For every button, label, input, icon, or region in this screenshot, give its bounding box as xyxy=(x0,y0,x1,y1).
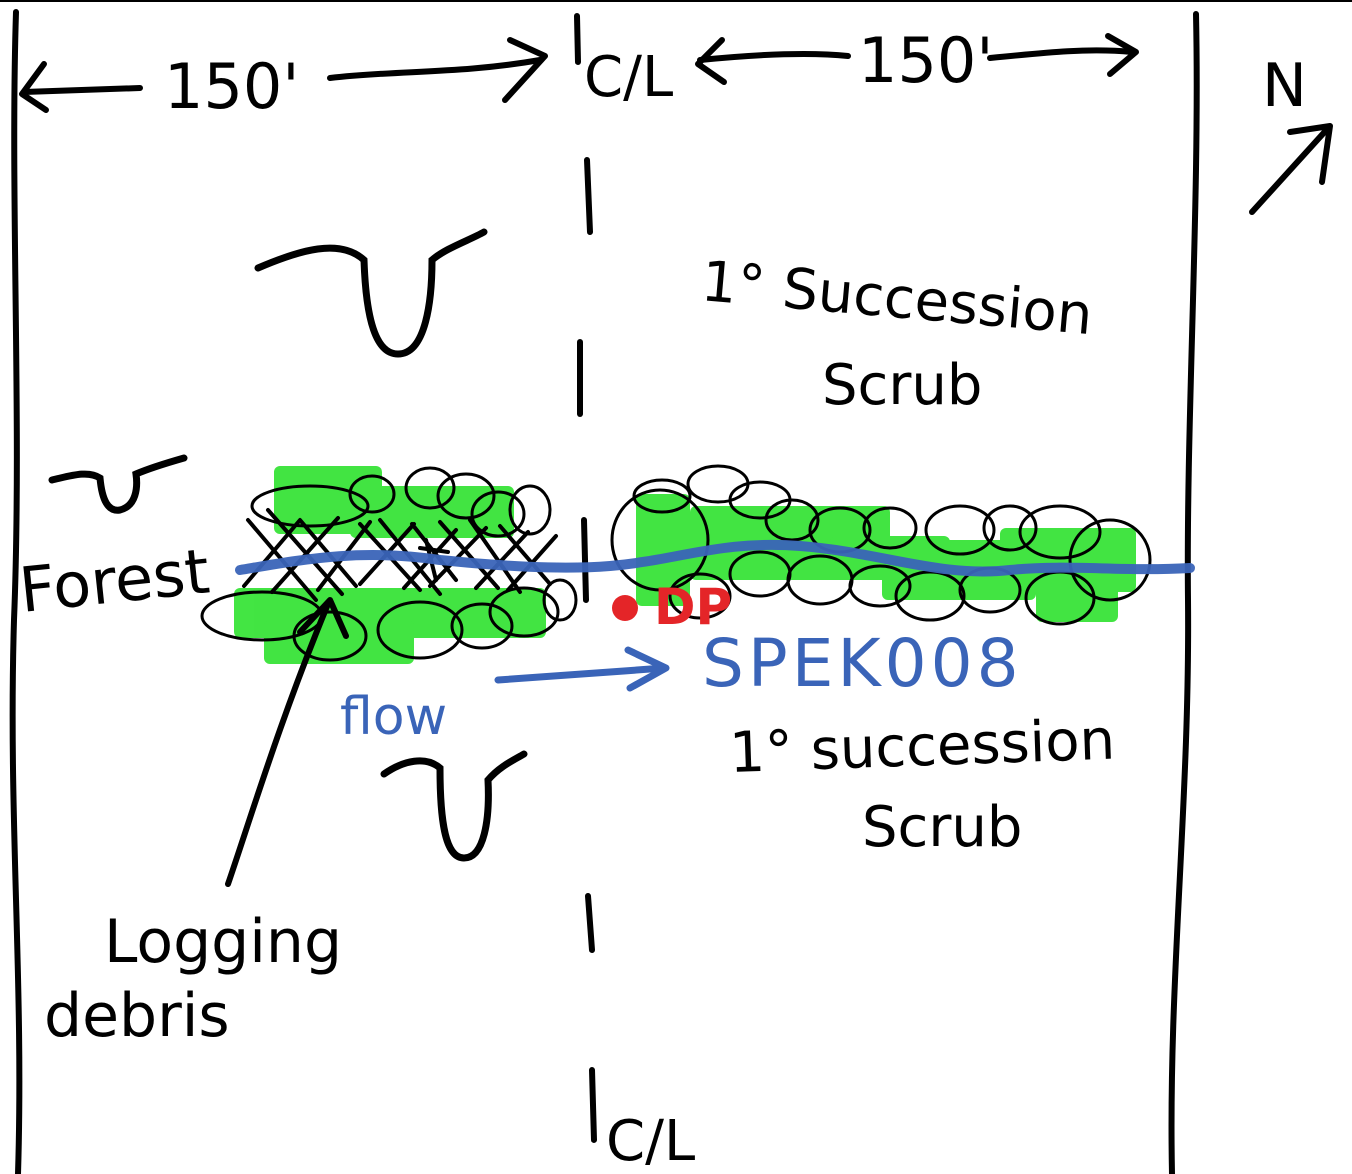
arrow-left-west xyxy=(21,85,143,95)
dim-left-label: 150' xyxy=(164,50,299,123)
centerline-bottom-label: C/L xyxy=(606,1109,695,1174)
dimension-arrows xyxy=(19,33,1139,113)
north-arrow xyxy=(1249,123,1333,215)
data-point-marker xyxy=(612,595,638,621)
arrowhead-east-icon xyxy=(502,37,548,103)
north-arrow-icon xyxy=(1249,123,1333,215)
flow-arrowhead-icon xyxy=(624,646,670,692)
debris-leader xyxy=(225,597,349,887)
west-boundary-line xyxy=(9,9,23,1174)
stream-id-label: SPEK008 xyxy=(702,625,1023,702)
upland-symbols xyxy=(48,228,528,862)
centerline xyxy=(574,13,597,1143)
arrowhead-west-icon xyxy=(19,61,49,113)
dim-right-label: 150' xyxy=(858,24,993,97)
succession-north-line1: 1° Succession xyxy=(699,249,1095,348)
flow-arrow xyxy=(494,646,670,692)
centerline-top-label: C/L xyxy=(584,45,673,110)
vegetation-loops xyxy=(200,464,1152,662)
east-boundary-line xyxy=(1168,11,1200,1174)
debris-arrowhead-icon xyxy=(297,597,349,639)
debris-label-line2: debris xyxy=(44,981,230,1051)
upland-symbol-north xyxy=(254,228,488,358)
succession-south-line1: 1° succession xyxy=(728,708,1116,786)
stream-line xyxy=(235,539,1195,577)
succession-south-line2: Scrub xyxy=(862,795,1022,860)
arrow-left-east xyxy=(327,57,543,81)
debris-label-line1: Logging xyxy=(104,907,342,977)
arrowhead-west2-icon xyxy=(695,37,727,85)
arrow-right-west xyxy=(697,50,851,63)
data-point-label: DP xyxy=(654,578,732,636)
flow-label: flow xyxy=(340,687,447,747)
succession-north-line2: Scrub xyxy=(822,353,982,418)
upland-symbol-south xyxy=(380,750,528,862)
north-label: N xyxy=(1262,51,1307,121)
upland-symbol-west xyxy=(48,454,188,514)
forest-label: Forest xyxy=(16,534,213,626)
arrowhead-east2-icon xyxy=(1105,33,1139,77)
